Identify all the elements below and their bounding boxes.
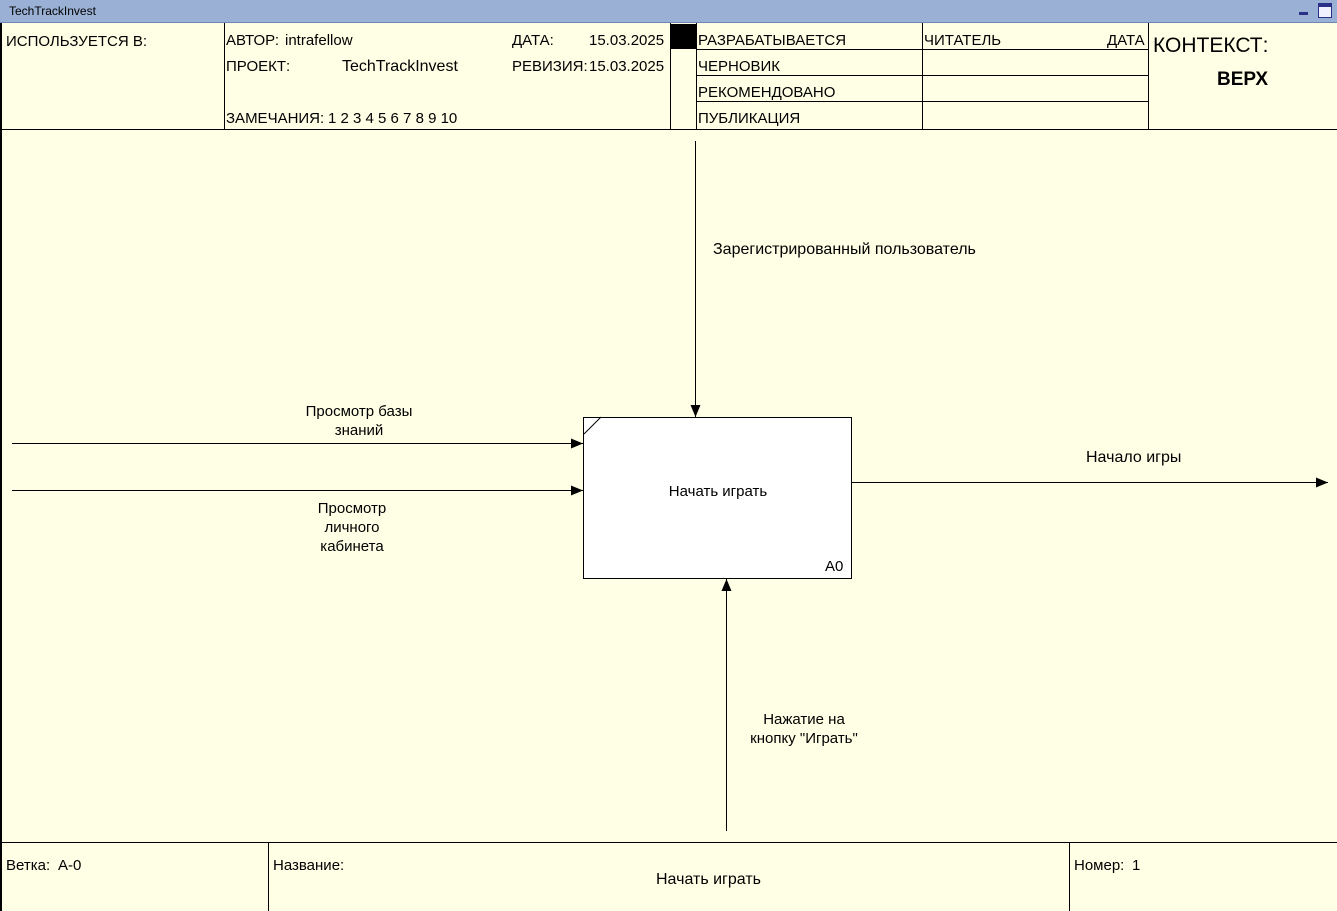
minimize-icon[interactable] [1297,3,1311,18]
reader-label: ЧИТАТЕЛЬ [924,32,1002,49]
input-label-knowledge-base: Просмотр базы знаний [284,402,434,440]
date-label: ДАТА: [512,32,554,49]
node-label: Ветка: [6,857,51,874]
project-label: ПРОЕКТ: [226,58,291,75]
node-value: А-0 [58,857,82,874]
author-label: АВТОР: [226,32,280,49]
project-value: TechTrackInvest [342,58,458,75]
revision-label: РЕВИЗИЯ: [512,58,588,75]
title-label: Название: [273,857,345,874]
input-label-line: Просмотр базы [305,403,413,420]
diagram-sheet: ИСПОЛЬЗУЕТСЯ В: АВТОР: intrafellow ПРОЕК… [0,23,1337,911]
activity-name: Начать играть [668,483,768,500]
input-label-line: кабинета [320,538,384,555]
activity-id: A0 [825,558,844,575]
status-recommended: РЕКОМЕНДОВАНО [698,84,836,101]
notes-value: 1 2 3 4 5 6 7 8 9 10 [328,110,458,127]
input-label-personal-account: Просмотр личного кабинета [277,499,427,556]
mechanism-label-line: Нажатие на [763,711,845,728]
reader-date-label: ДАТА [1107,32,1145,49]
activity-box[interactable] [583,417,852,579]
title-value: Начать играть [656,871,761,888]
maximize-icon[interactable] [1318,3,1332,18]
used-in-label: ИСПОЛЬЗУЕТСЯ В: [6,33,148,50]
author-value: intrafellow [285,32,353,49]
number-value: 1 [1132,857,1141,874]
input-label-line: Просмотр [317,500,387,517]
window-titlebar: TechTrackInvest [0,0,1337,23]
date-value: 15.03.2025 [589,32,665,49]
output-label: Начало игры [1086,449,1182,466]
number-label: Номер: [1074,857,1125,874]
mechanism-label-line: кнопку "Играть" [750,730,858,747]
context-label: КОНТЕКСТ: [1153,34,1269,57]
activity-corner-mark [583,416,602,435]
control-label: Зарегистрированный пользователь [713,241,976,258]
revision-value: 15.03.2025 [589,58,665,75]
status-working: РАЗРАБАТЫВАЕТСЯ [698,32,847,49]
window-title: TechTrackInvest [9,4,96,18]
notes-label: ЗАМЕЧАНИЯ: [226,110,325,127]
diagram-canvas [12,141,1328,831]
input-label-line: знаний [334,422,384,439]
status-marker [671,24,696,49]
status-publication: ПУБЛИКАЦИЯ [698,110,801,127]
mechanism-label: Нажатие на кнопку "Играть" [729,710,879,748]
input-label-line: личного [324,519,380,536]
status-draft: ЧЕРНОВИК [698,58,781,75]
context-value: ВЕРХ [1217,69,1269,90]
